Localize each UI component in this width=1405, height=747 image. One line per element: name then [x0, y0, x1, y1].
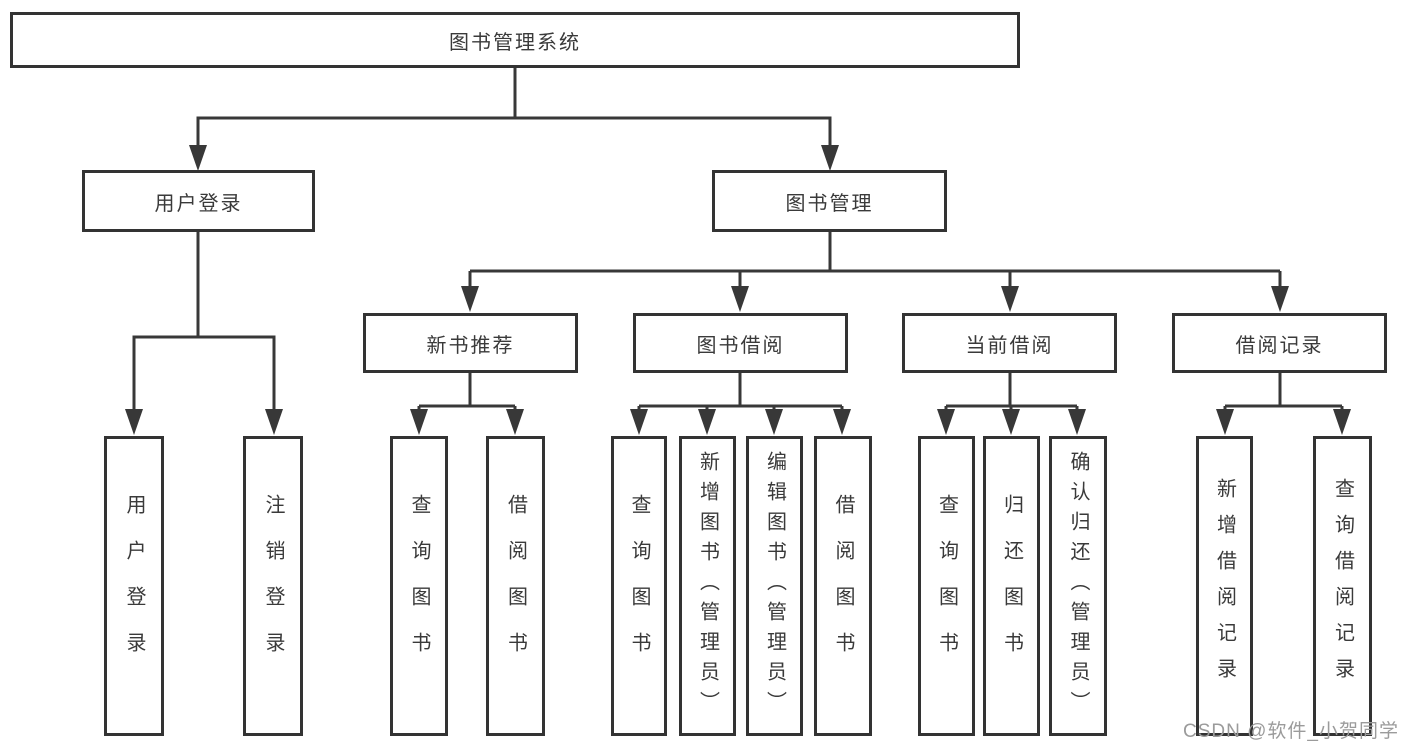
- node-leaf-current-query-book: 查询图书: [918, 436, 975, 736]
- node-leaf-borrowing-edit-book: 编辑图书（管理员）: [746, 436, 803, 736]
- node-leaf-borrowing-add-book-label: 新增图书（管理员）: [696, 451, 719, 721]
- node-leaf-logout-label: 注销登录: [262, 494, 284, 678]
- node-leaf-borrowing-borrow-book: 借阅图书: [814, 436, 872, 736]
- node-root: 图书管理系统: [10, 12, 1020, 68]
- node-leaf-recommend-borrow-book-label: 借阅图书: [504, 494, 527, 678]
- node-user-login-label: 用户登录: [154, 192, 243, 215]
- node-new-book-recommend-label: 新书推荐: [426, 334, 515, 357]
- node-leaf-records-add-record: 新增借阅记录: [1196, 436, 1253, 736]
- node-leaf-records-add-record-label: 新增借阅记录: [1213, 478, 1236, 694]
- node-leaf-current-query-book-label: 查询图书: [935, 494, 958, 678]
- node-borrow-records: 借阅记录: [1172, 313, 1387, 373]
- node-leaf-recommend-query-book: 查询图书: [390, 436, 448, 736]
- node-book-management: 图书管理: [712, 170, 947, 232]
- node-leaf-borrowing-query-book-label: 查询图书: [628, 494, 650, 678]
- node-leaf-borrowing-borrow-book-label: 借阅图书: [832, 494, 854, 678]
- node-leaf-records-query-record-label: 查询借阅记录: [1331, 478, 1354, 694]
- node-current-borrowing-label: 当前借阅: [965, 334, 1054, 357]
- watermark-text: CSDN @软件_小贺同学: [1183, 721, 1399, 742]
- node-book-management-label: 图书管理: [785, 192, 874, 215]
- node-leaf-borrowing-edit-book-label: 编辑图书（管理员）: [763, 451, 786, 721]
- node-new-book-recommend: 新书推荐: [363, 313, 578, 373]
- connector-arrowheads: [125, 145, 1351, 435]
- node-leaf-current-return-book-label: 归还图书: [1000, 494, 1023, 678]
- node-borrow-records-label: 借阅记录: [1235, 334, 1324, 357]
- node-book-borrowing-label: 图书借阅: [696, 334, 785, 357]
- node-leaf-records-query-record: 查询借阅记录: [1313, 436, 1372, 736]
- node-book-borrowing: 图书借阅: [633, 313, 848, 373]
- node-leaf-current-confirm-return: 确认归还（管理员）: [1049, 436, 1107, 736]
- node-user-login: 用户登录: [82, 170, 315, 232]
- node-leaf-user-login: 用户登录: [104, 436, 164, 736]
- node-leaf-recommend-query-book-label: 查询图书: [408, 494, 430, 678]
- node-current-borrowing: 当前借阅: [902, 313, 1117, 373]
- node-leaf-recommend-borrow-book: 借阅图书: [486, 436, 545, 736]
- node-leaf-borrowing-query-book: 查询图书: [611, 436, 667, 736]
- node-leaf-user-login-label: 用户登录: [123, 494, 145, 678]
- node-root-label: 图书管理系统: [449, 31, 581, 54]
- node-leaf-current-confirm-return-label: 确认归还（管理员）: [1067, 451, 1089, 721]
- node-leaf-current-return-book: 归还图书: [983, 436, 1040, 736]
- node-leaf-logout: 注销登录: [243, 436, 303, 736]
- node-leaf-borrowing-add-book: 新增图书（管理员）: [679, 436, 736, 736]
